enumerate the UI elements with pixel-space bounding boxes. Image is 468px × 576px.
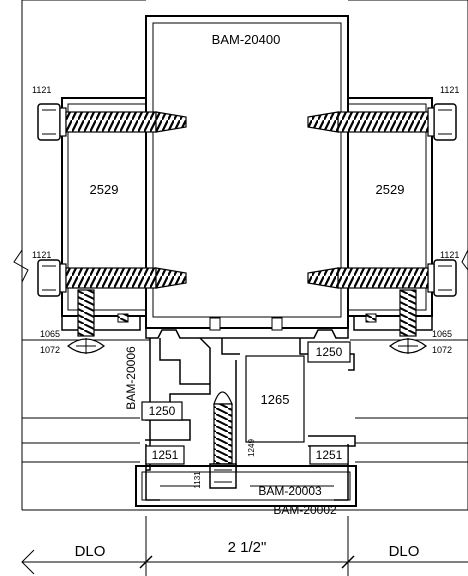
- dim-center-label: 2 1/2": [228, 539, 267, 556]
- bolt-upper-right: [307, 103, 457, 141]
- fastener-ref-bottom: 1131: [193, 471, 202, 489]
- screw-ref-left-b: 1072: [40, 345, 60, 355]
- bolt-lower-right: [307, 259, 457, 297]
- gasket-left-1250: [141, 401, 183, 421]
- gasket-ref-low-right: 1251: [316, 448, 343, 462]
- vertical-part-label: BAM-20006: [124, 346, 138, 410]
- gasket-ref-right: 1250: [316, 345, 343, 359]
- lower-bracket-label: BAM-20003: [258, 484, 322, 498]
- left-bracket: [61, 97, 147, 331]
- right-bracket-label: 2529: [376, 182, 405, 197]
- gasket-right-1250: [307, 341, 351, 363]
- gasket-low-left-1251: [145, 445, 185, 465]
- gasket-ref-left: 1250: [149, 404, 176, 418]
- gasket-ref-low-left: 1251: [152, 448, 179, 462]
- lower-bracket: [135, 465, 357, 507]
- screw-ref-left-a: 1065: [40, 329, 60, 339]
- screw-right-vertical: [389, 289, 427, 354]
- screw-ref-right-b: 1072: [432, 345, 452, 355]
- bolt-ref-lower-right: 1121: [440, 250, 459, 260]
- background-structure: [13, 0, 468, 511]
- bolt-ref-upper-right: 1121: [440, 85, 459, 95]
- right-bracket: [347, 97, 433, 331]
- setting-block-1265: [245, 355, 305, 443]
- center-screw: [209, 391, 237, 489]
- dimension-line: [21, 516, 468, 576]
- dim-left-label: DLO: [75, 543, 106, 560]
- bolt-ref-lower-left: 1121: [32, 250, 51, 260]
- bottom-cap-label: BAM-20002: [273, 503, 337, 517]
- main-frame: [145, 15, 349, 339]
- screw-ref-center: 1249: [247, 439, 256, 457]
- main-frame-label: BAM-20400: [212, 32, 281, 47]
- left-bracket-label: 2529: [90, 182, 119, 197]
- block-ref: 1265: [261, 392, 290, 407]
- gasket-low-right-1251: [309, 445, 349, 465]
- screw-left-vertical: [67, 289, 105, 354]
- bolt-upper-left: [37, 103, 187, 141]
- bolt-lower-left: [37, 259, 187, 297]
- screw-ref-right-a: 1065: [432, 329, 452, 339]
- bolt-ref-upper-left: 1121: [32, 85, 51, 95]
- dim-right-label: DLO: [389, 543, 420, 560]
